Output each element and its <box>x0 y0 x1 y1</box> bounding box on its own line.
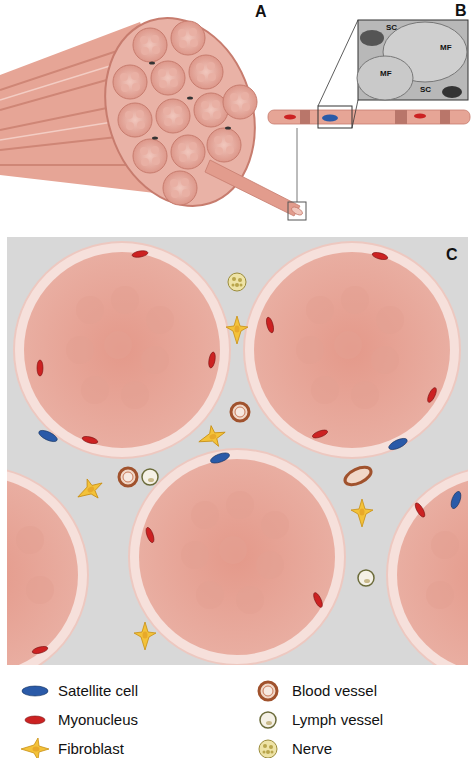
legend-label: Fibroblast <box>58 741 124 758</box>
legend-label: Satellite cell <box>58 683 138 700</box>
legend-label: Blood vessel <box>292 683 377 700</box>
micrograph-label: MF <box>440 44 452 53</box>
panel-letter: A <box>255 3 267 21</box>
panel-letter: C <box>446 246 458 264</box>
panel-letter: B <box>455 2 467 20</box>
micrograph-label: MF <box>380 70 392 79</box>
legend-label: Myonucleus <box>58 712 138 729</box>
micrograph-label: SC <box>420 86 431 95</box>
legend-label: Lymph vessel <box>292 712 383 729</box>
micrograph-label: SC <box>386 24 397 33</box>
legend-label: Nerve <box>292 741 332 758</box>
